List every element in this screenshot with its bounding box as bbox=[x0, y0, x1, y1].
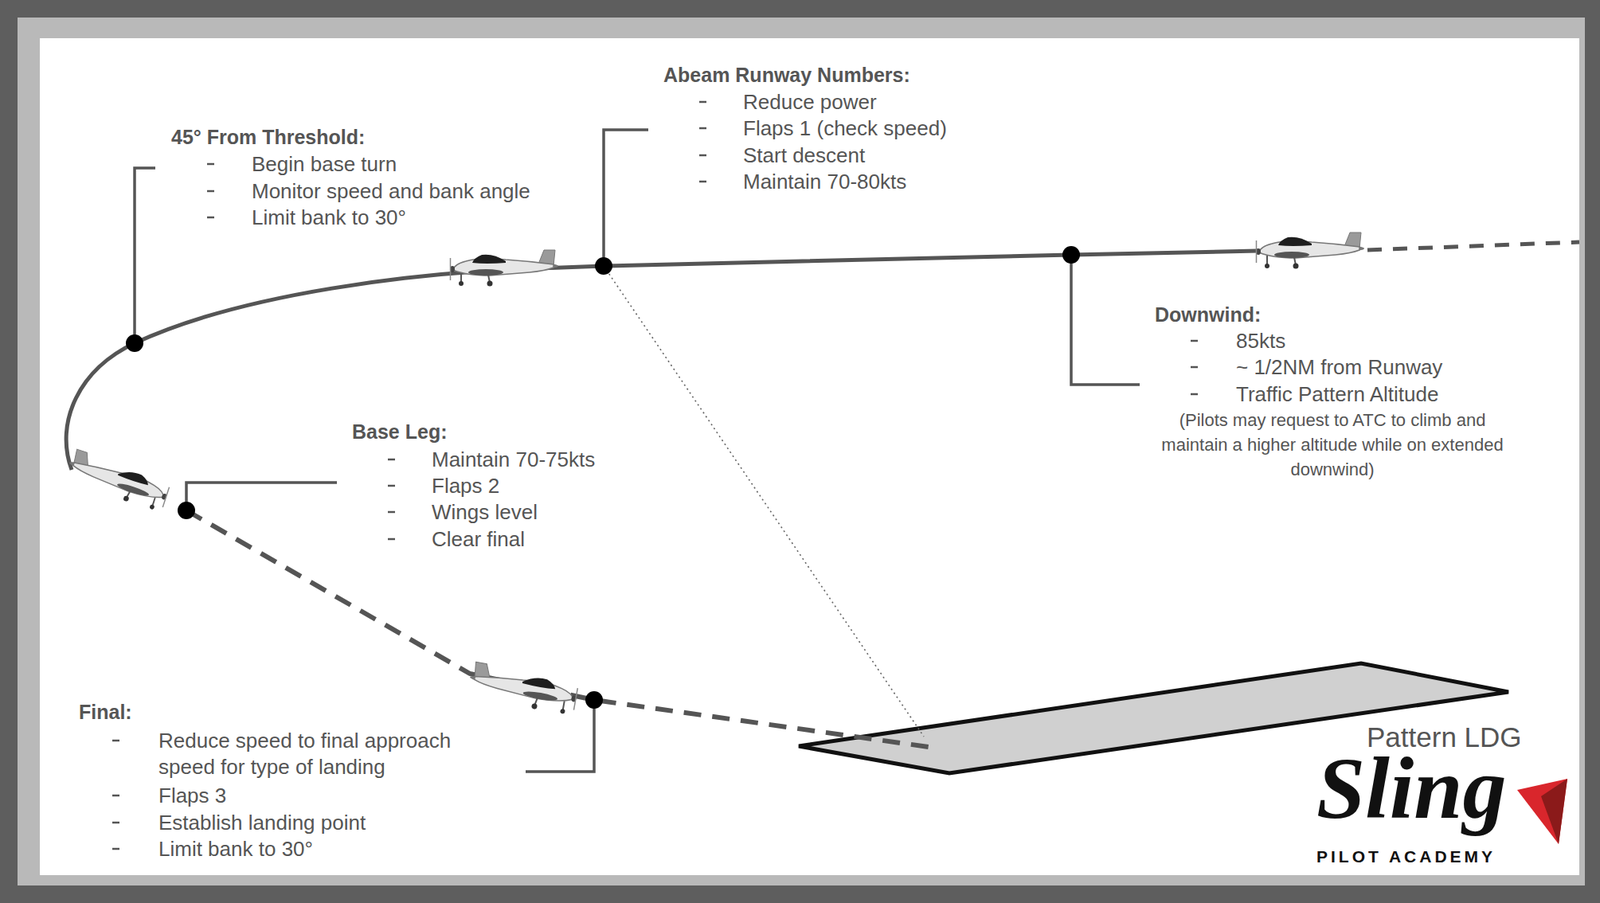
waypoint-dot bbox=[594, 257, 613, 275]
bullet-dash bbox=[1190, 393, 1198, 396]
logo-flag-shade bbox=[1541, 778, 1568, 845]
slide-ground bbox=[39, 38, 1580, 876]
abeam-sight-line bbox=[603, 266, 924, 737]
callout-item: Start descent bbox=[743, 142, 865, 169]
flight-path-extension bbox=[1367, 242, 1580, 251]
bullet-dash bbox=[699, 127, 707, 130]
logo-wordmark: Sling bbox=[1316, 744, 1507, 833]
callout-heading: Final: bbox=[78, 699, 133, 726]
waypoint-dot bbox=[1062, 246, 1080, 264]
callout-heading: Base Leg: bbox=[352, 418, 447, 446]
callout-heading: 45° From Threshold: bbox=[171, 124, 365, 151]
leader-line bbox=[1071, 254, 1140, 385]
waypoint-dot bbox=[585, 691, 603, 709]
bullet-dash bbox=[112, 794, 120, 798]
callout-item: Maintain 70-75kts bbox=[431, 446, 595, 474]
bullet-dash bbox=[1190, 366, 1198, 369]
callout-item: Wings level bbox=[431, 499, 538, 526]
callout-item: Reduce power bbox=[743, 89, 877, 116]
slide-title: Pattern LDG bbox=[1366, 721, 1522, 754]
airplane-icon bbox=[1255, 232, 1365, 270]
logo-flag bbox=[1517, 778, 1568, 845]
bullet-dash bbox=[207, 163, 215, 166]
callout-item: Maintain 70-80kts bbox=[743, 168, 907, 196]
callout-item: Monitor speed and bank angle bbox=[251, 178, 531, 205]
callout-item: Establish landing point bbox=[158, 809, 366, 837]
leader-line bbox=[186, 482, 337, 511]
bullet-dash bbox=[207, 216, 215, 220]
airplane-icon bbox=[466, 661, 580, 716]
callout-item: Flaps 1 (check speed) bbox=[743, 115, 947, 142]
bullet-dash bbox=[387, 485, 396, 488]
callout-note: (Pilots may request to ATC to climb and … bbox=[1150, 407, 1515, 482]
bullet-dash bbox=[1190, 340, 1198, 343]
final-approach-path bbox=[186, 510, 929, 748]
flight-path bbox=[66, 250, 1258, 470]
callout-item: 85kts bbox=[1236, 328, 1286, 355]
callout-heading: Abeam Runway Numbers: bbox=[663, 62, 911, 89]
callout-item: Reduce speed to final approach speed for… bbox=[158, 727, 486, 781]
airplane-icon bbox=[449, 250, 559, 287]
callout-item: Flaps 2 bbox=[431, 473, 500, 500]
waypoint-dot bbox=[177, 501, 196, 520]
callout-item: Limit bank to 30° bbox=[251, 204, 407, 231]
leader-line bbox=[603, 129, 649, 267]
leader-line bbox=[525, 700, 595, 772]
callout-item: Limit bank to 30° bbox=[158, 836, 313, 863]
bullet-dash bbox=[699, 180, 707, 184]
bullet-dashes bbox=[112, 101, 1198, 849]
callout-item: ~ 1/2NM from Runway bbox=[1236, 354, 1443, 381]
bullet-dash bbox=[387, 511, 396, 514]
bullet-dash bbox=[112, 848, 120, 851]
leader-line bbox=[134, 168, 156, 344]
bullet-dash bbox=[112, 821, 120, 825]
bullet-dash bbox=[699, 154, 707, 157]
bullet-dash bbox=[387, 458, 396, 462]
logo-tagline: PILOT ACADEMY bbox=[1316, 846, 1496, 868]
callout-item: Flaps 3 bbox=[158, 782, 227, 810]
callout-item: Begin base turn bbox=[251, 151, 397, 178]
bullet-dash bbox=[699, 101, 707, 104]
callout-heading: Downwind: bbox=[1154, 301, 1261, 329]
waypoint-dot bbox=[125, 334, 144, 353]
callout-item: Clear final bbox=[431, 526, 525, 553]
bullet-dash bbox=[387, 538, 396, 541]
callout-item: Traffic Pattern Altitude bbox=[1236, 381, 1439, 408]
bullet-dash bbox=[207, 190, 215, 193]
frame-band bbox=[17, 17, 1585, 886]
bullet-dash bbox=[112, 739, 120, 743]
airplane-icon bbox=[63, 448, 173, 513]
